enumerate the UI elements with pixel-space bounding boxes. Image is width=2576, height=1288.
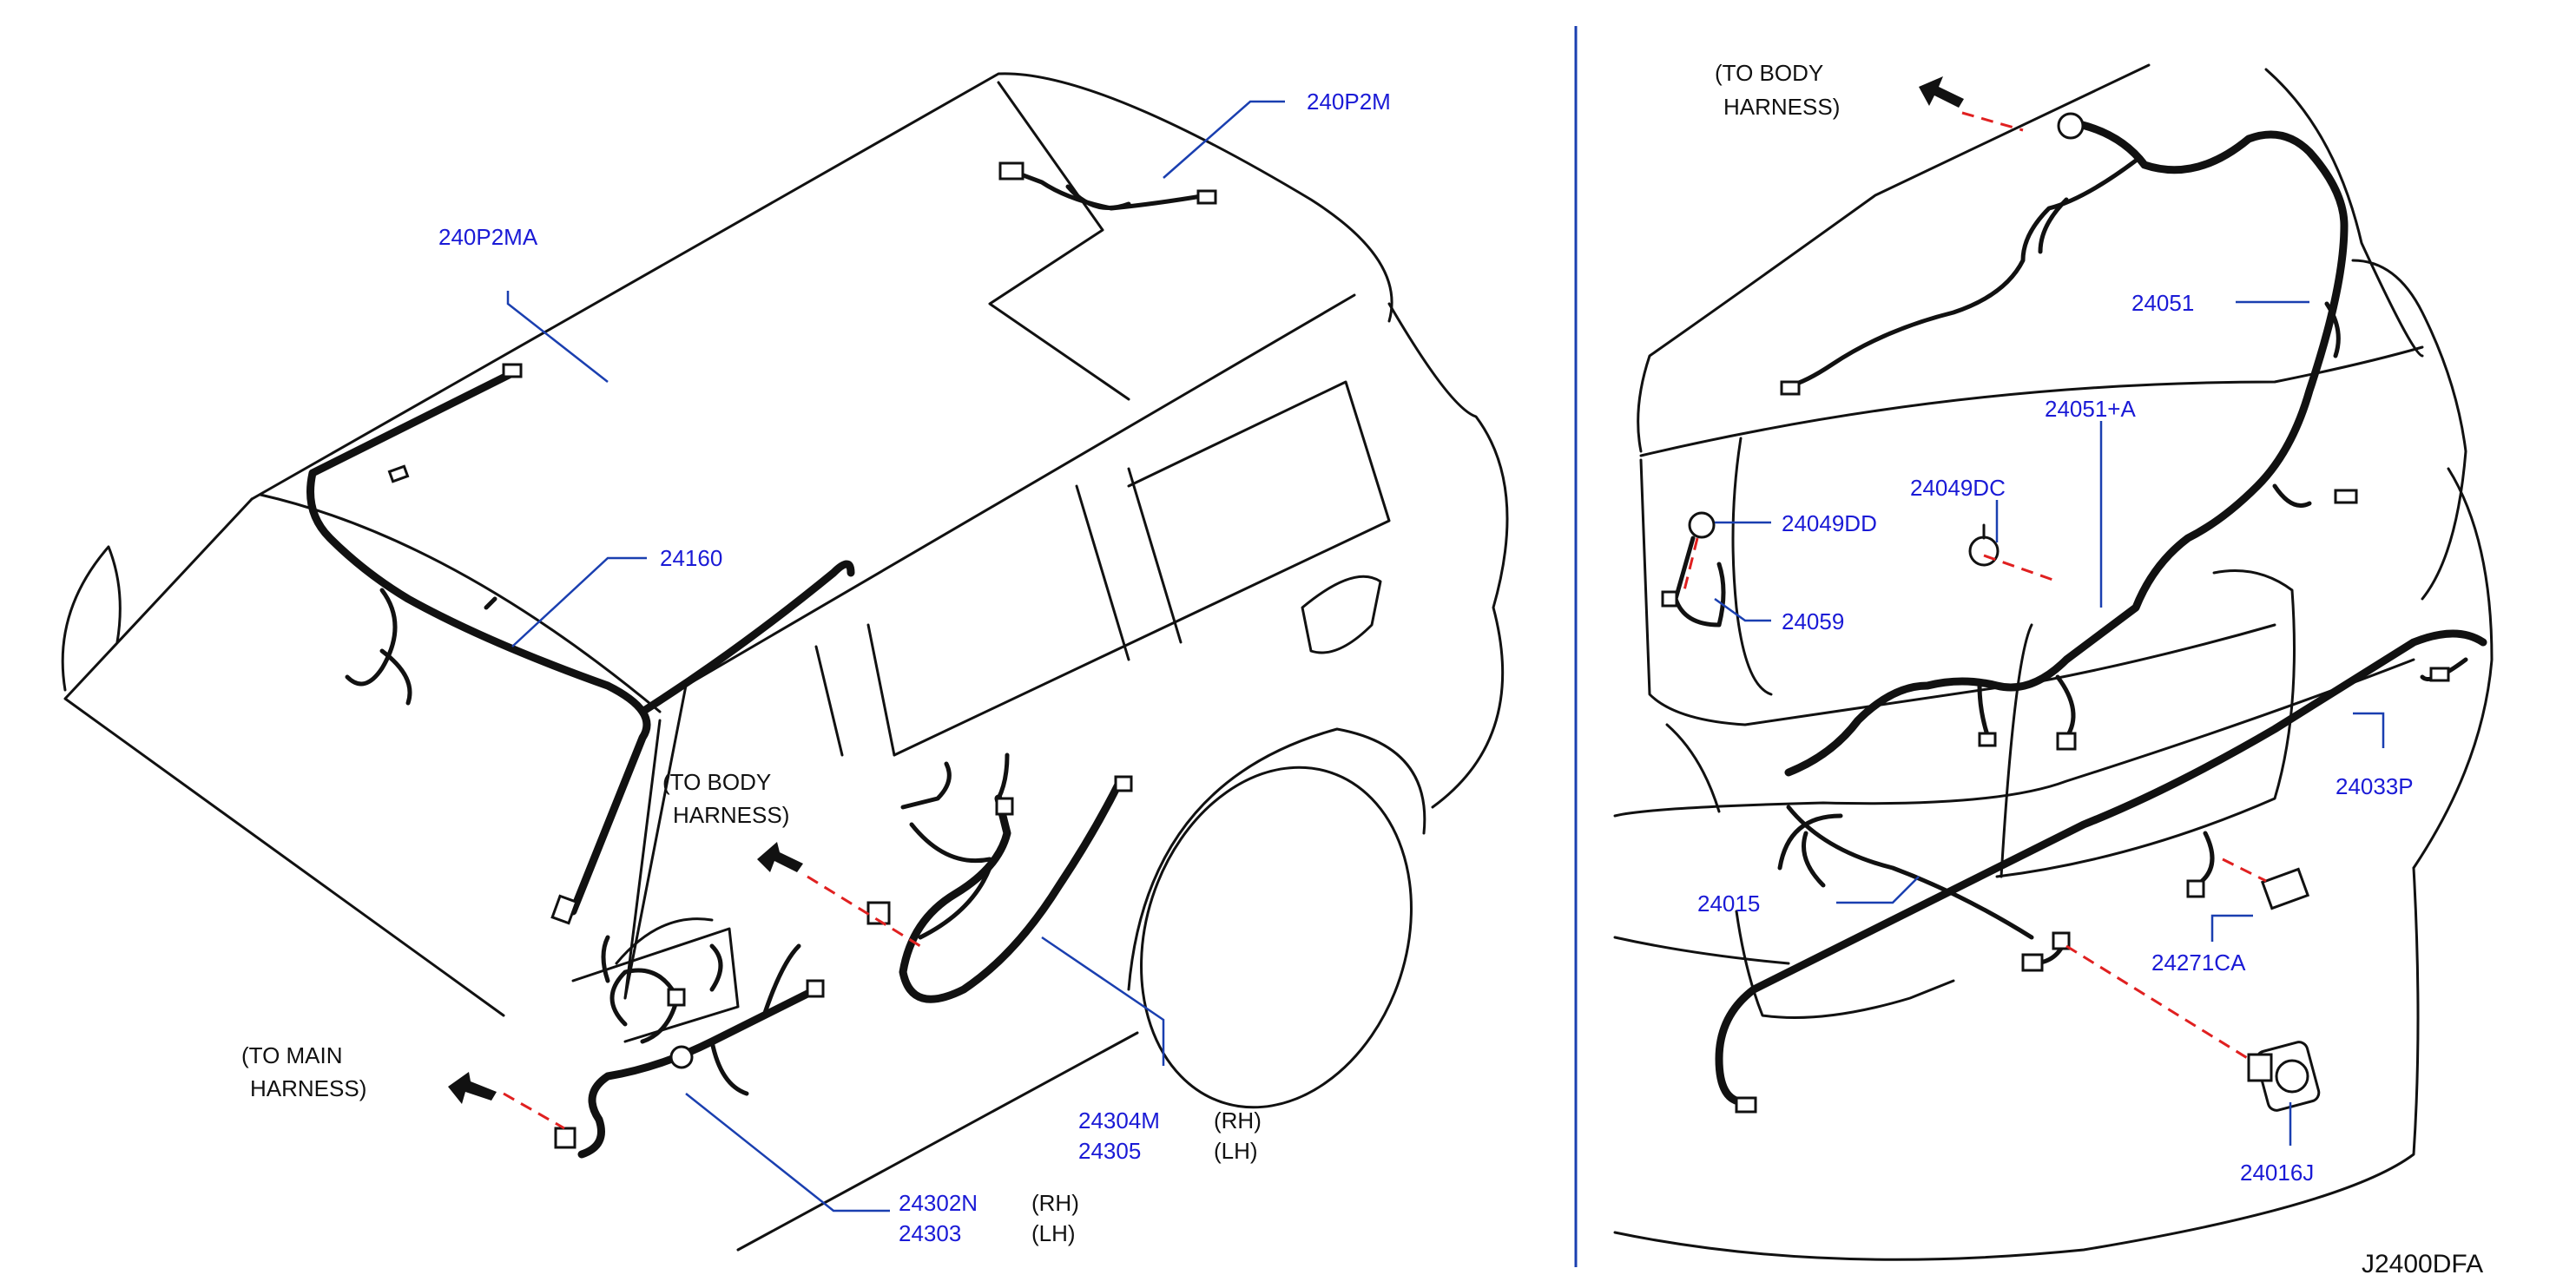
arrow-to-body-harness-right-icon	[1919, 76, 1964, 108]
backdoor-harness-24033P	[1715, 629, 2487, 1114]
note-to-body-harness-right-line2: HARNESS)	[1723, 94, 1840, 120]
label-24305: 24305	[1078, 1138, 1141, 1164]
backdoor-small-parts	[1661, 511, 2321, 1112]
label-24051: 24051	[2131, 290, 2194, 316]
label-24051A: 24051+A	[2045, 396, 2136, 422]
label-24033P: 24033P	[2336, 773, 2414, 799]
rear-roof-harness-240P2M	[998, 161, 1217, 211]
note-to-main-harness-line1: (TO MAIN	[241, 1042, 343, 1068]
note-to-main-harness-line2: HARNESS)	[250, 1075, 366, 1101]
label-24271CA: 24271CA	[2151, 950, 2246, 976]
backdoor-harness-24015	[1786, 805, 2034, 940]
arrow-to-main-harness-icon	[448, 1072, 497, 1104]
backdoor-harness-24051	[1780, 112, 2358, 777]
left-vehicle-outline	[61, 72, 1509, 1252]
label-24016J: 24016J	[2240, 1160, 2314, 1186]
right-leaders	[1714, 300, 2385, 1146]
left-connection-guides	[448, 842, 921, 1130]
right-backdoor-outline	[1613, 63, 2494, 1261]
left-labels: 240P2M 240P2MA 24160 (TO BODY HARNESS) (…	[241, 89, 1391, 1246]
quarter-harness-24302N	[554, 935, 825, 1159]
label-24015: 24015	[1697, 890, 1760, 917]
label-24302N: 24302N	[899, 1190, 978, 1216]
label-24160: 24160	[660, 545, 722, 571]
note-to-body-harness-left-line2: HARNESS)	[673, 802, 789, 828]
note-to-body-harness-right-line1: (TO BODY	[1715, 60, 1823, 86]
note-to-body-harness-left-line1: (TO BODY	[662, 769, 771, 795]
label-24304M-side: (RH)	[1214, 1107, 1262, 1134]
label-24305-side: (LH)	[1214, 1138, 1258, 1164]
arrow-to-body-harness-left-icon	[757, 842, 803, 872]
diagram-code: J2400DFA	[2362, 1250, 2483, 1278]
label-24303: 24303	[899, 1220, 961, 1246]
right-connection-guides	[1683, 76, 2267, 1061]
label-24059: 24059	[1782, 608, 1844, 634]
roof-harness-24160	[306, 363, 855, 925]
left-leaders	[506, 100, 1285, 1212]
label-24302N-side: (RH)	[1031, 1190, 1079, 1216]
label-240P2M: 240P2M	[1307, 89, 1391, 115]
label-24303-side: (LH)	[1031, 1220, 1076, 1246]
right-labels: (TO BODY HARNESS) 24051 24051+A 24049DC …	[1697, 60, 2483, 1278]
label-24049DD: 24049DD	[1782, 510, 1877, 536]
door-harness-24304M	[866, 752, 1133, 1003]
label-240P2MA: 240P2MA	[438, 224, 538, 250]
label-24304M: 24304M	[1078, 1107, 1160, 1134]
label-24049DC: 24049DC	[1910, 475, 2006, 501]
trailer-socket-24016J-icon	[2247, 1041, 2321, 1112]
